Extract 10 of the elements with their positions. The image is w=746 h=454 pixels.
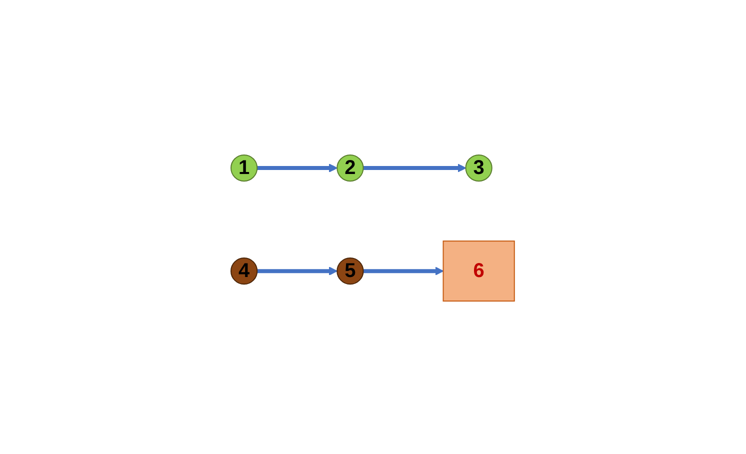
arrow [257, 164, 338, 172]
node-circle: 5 [336, 257, 364, 285]
node-circle: 3 [466, 154, 493, 182]
node-box: 6 [443, 240, 516, 302]
node-circle: 4 [230, 257, 258, 285]
arrow [257, 266, 338, 276]
arrow [364, 164, 466, 172]
node-circle: 2 [336, 154, 364, 182]
arrow [364, 266, 444, 276]
node-circle: 1 [230, 154, 258, 182]
